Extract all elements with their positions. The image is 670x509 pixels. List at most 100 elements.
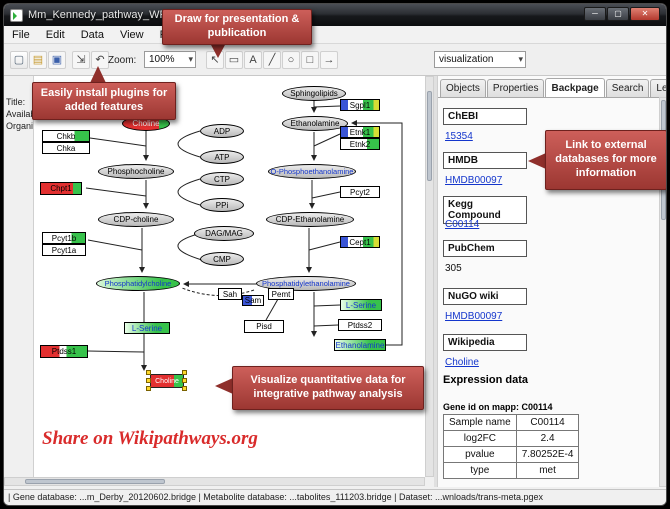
table-row: type met [443, 462, 580, 479]
ellipse-tool-icon[interactable] [282, 51, 300, 69]
expression-table: Sample name C00114 log2FC 2.4 pvalue 7.8… [443, 414, 580, 479]
node-atp[interactable]: ATP [200, 150, 244, 164]
node-ptdss2[interactable]: Ptdss2 [338, 319, 382, 331]
node-pcyt2[interactable]: Pcyt2 [340, 186, 380, 198]
tab-backpage[interactable]: Backpage [545, 78, 605, 97]
table-cell: 7.80252E-4 [515, 446, 580, 463]
node-sgpl1[interactable]: Sgpl1 [340, 99, 380, 111]
selection-handle[interactable] [182, 370, 187, 375]
callout-link-pointer-icon [528, 153, 546, 169]
selection-handle[interactable] [146, 386, 151, 391]
node-cdp-choline[interactable]: CDP-choline [98, 212, 174, 227]
label-tool-icon[interactable] [244, 51, 262, 69]
node-ctp[interactable]: CTP [200, 172, 244, 186]
node-phosphocholine[interactable]: Phosphocholine [98, 164, 174, 179]
db-value-pubchem: 305 [445, 263, 462, 274]
table-cell: C00114 [515, 414, 580, 431]
node-o-phosphoethanolamine[interactable]: O-Phosphoethanolamine [268, 164, 356, 179]
node-pcyt1a[interactable]: Pcyt1a [42, 244, 86, 256]
scrollbar-thumb[interactable] [25, 479, 165, 484]
scrollbar-thumb[interactable] [427, 91, 432, 181]
node-chpt1[interactable]: Chpt1 [40, 182, 82, 195]
menu-data[interactable]: Data [80, 28, 104, 41]
db-link-chebi[interactable]: 15354 [445, 131, 473, 142]
selection-handle[interactable] [146, 378, 151, 383]
tab-legend[interactable]: Legend [650, 79, 666, 98]
node-pcyt1b[interactable]: Pcyt1b [42, 232, 86, 244]
node-sam[interactable]: Sam [242, 295, 264, 306]
callout-draw-pointer-icon [210, 43, 226, 58]
node-ptdss1[interactable]: Ptdss1 [40, 345, 88, 358]
table-cell: 2.4 [515, 430, 580, 447]
db-link-kegg[interactable]: C00114 [445, 219, 480, 230]
node-sah[interactable]: Sah [218, 288, 242, 300]
save-icon[interactable] [48, 51, 66, 69]
db-link-hmdb[interactable]: HMDB00097 [445, 175, 503, 186]
node-adp[interactable]: ADP [200, 124, 244, 138]
db-header-pubchem: PubChem [443, 240, 527, 257]
status-bar: | Gene database: ...m_Derby_20120602.bri… [4, 489, 666, 505]
toolbar: Zoom: 100% visualization [4, 44, 666, 76]
node-sphingolipids[interactable]: Sphingolipids [282, 86, 346, 101]
node-pisd[interactable]: Pisd [244, 320, 284, 333]
db-header-wikipedia: Wikipedia [443, 334, 527, 351]
rectangle-tool-icon[interactable] [301, 51, 319, 69]
visualization-select[interactable]: visualization [434, 51, 526, 68]
canvas-vertical-scrollbar[interactable] [425, 76, 434, 477]
db-header-hmdb: HMDB [443, 152, 527, 169]
tab-objects[interactable]: Objects [440, 79, 486, 98]
minimize-button[interactable]: ─ [584, 7, 606, 21]
pathway-canvas[interactable]: Sphingolipids Choline Ethanolamine ADP A… [4, 76, 425, 477]
db-link-wikipedia[interactable]: Choline [445, 357, 479, 368]
menu-bar: File Edit Data View Plugins Help [4, 26, 666, 44]
node-pemt[interactable]: Pemt [268, 288, 294, 300]
node-ppi[interactable]: PPi [200, 198, 244, 212]
maximize-button[interactable]: ▢ [607, 7, 629, 21]
node-cept1[interactable]: Cept1 [340, 236, 380, 248]
menu-edit[interactable]: Edit [45, 28, 65, 41]
tab-search[interactable]: Search [605, 79, 650, 98]
title-bar[interactable]: Mm_Kennedy_pathway_WP1771_45176.gpml ─ ▢… [4, 4, 666, 26]
arrow-tool-icon[interactable] [320, 51, 338, 69]
callout-visualize: Visualize quantitative data for integrat… [232, 366, 424, 410]
datanode-tool-icon[interactable] [225, 51, 243, 69]
close-button[interactable]: ✕ [630, 7, 660, 21]
zoom-select[interactable]: 100% [144, 51, 196, 68]
selection-handle[interactable] [146, 370, 151, 375]
table-cell: met [515, 462, 580, 479]
db-link-nugo[interactable]: HMDB00097 [445, 311, 503, 322]
open-folder-icon[interactable] [29, 51, 47, 69]
node-phosphatidylethanolamine[interactable]: Phosphatidylethanolamine [256, 276, 356, 291]
menu-view[interactable]: View [119, 28, 144, 41]
node-ethanolamine-bottom[interactable]: Ethanolamine [334, 339, 386, 351]
new-file-icon[interactable] [10, 51, 28, 69]
selected-data-node[interactable]: Choline [150, 374, 184, 388]
node-cmp[interactable]: CMP [200, 252, 244, 266]
share-slogan: Share on Wikipathways.org [42, 428, 258, 449]
node-phosphatidylcholine[interactable]: Phosphatidylcholine [96, 276, 180, 291]
table-cell: type [443, 462, 517, 479]
node-dag-mag[interactable]: DAG/MAG [194, 226, 254, 241]
canvas-horizontal-scrollbar[interactable] [4, 477, 425, 486]
export-icon[interactable] [72, 51, 90, 69]
node-chka[interactable]: Chka [42, 142, 90, 154]
node-etnk1[interactable]: Etnk1 [340, 126, 380, 138]
db-header-chebi: ChEBI [443, 108, 527, 125]
menu-file[interactable]: File [12, 28, 30, 41]
node-ethanolamine[interactable]: Ethanolamine [282, 116, 348, 131]
callout-link: Link to external databases for more info… [545, 130, 666, 190]
node-etnk2[interactable]: Etnk2 [340, 138, 380, 150]
table-cell: log2FC [443, 430, 517, 447]
panel-splitter[interactable] [434, 76, 437, 487]
node-cdp-ethanolamine[interactable]: CDP-Ethanolamine [266, 212, 354, 227]
tab-properties[interactable]: Properties [486, 79, 545, 98]
db-header-kegg: Kegg Compound [443, 196, 527, 224]
gene-id-line: Gene id on mapp: C00114 [443, 402, 553, 412]
node-l-serine-right[interactable]: L-Serine [340, 299, 382, 311]
selection-handle[interactable] [182, 378, 187, 383]
selection-handle[interactable] [182, 386, 187, 391]
node-chkb[interactable]: Chkb [42, 130, 90, 142]
line-tool-icon[interactable] [263, 51, 281, 69]
node-l-serine-left[interactable]: L-Serine [124, 322, 170, 334]
pathway-info-strip: Title: Availab Organis [4, 76, 34, 477]
